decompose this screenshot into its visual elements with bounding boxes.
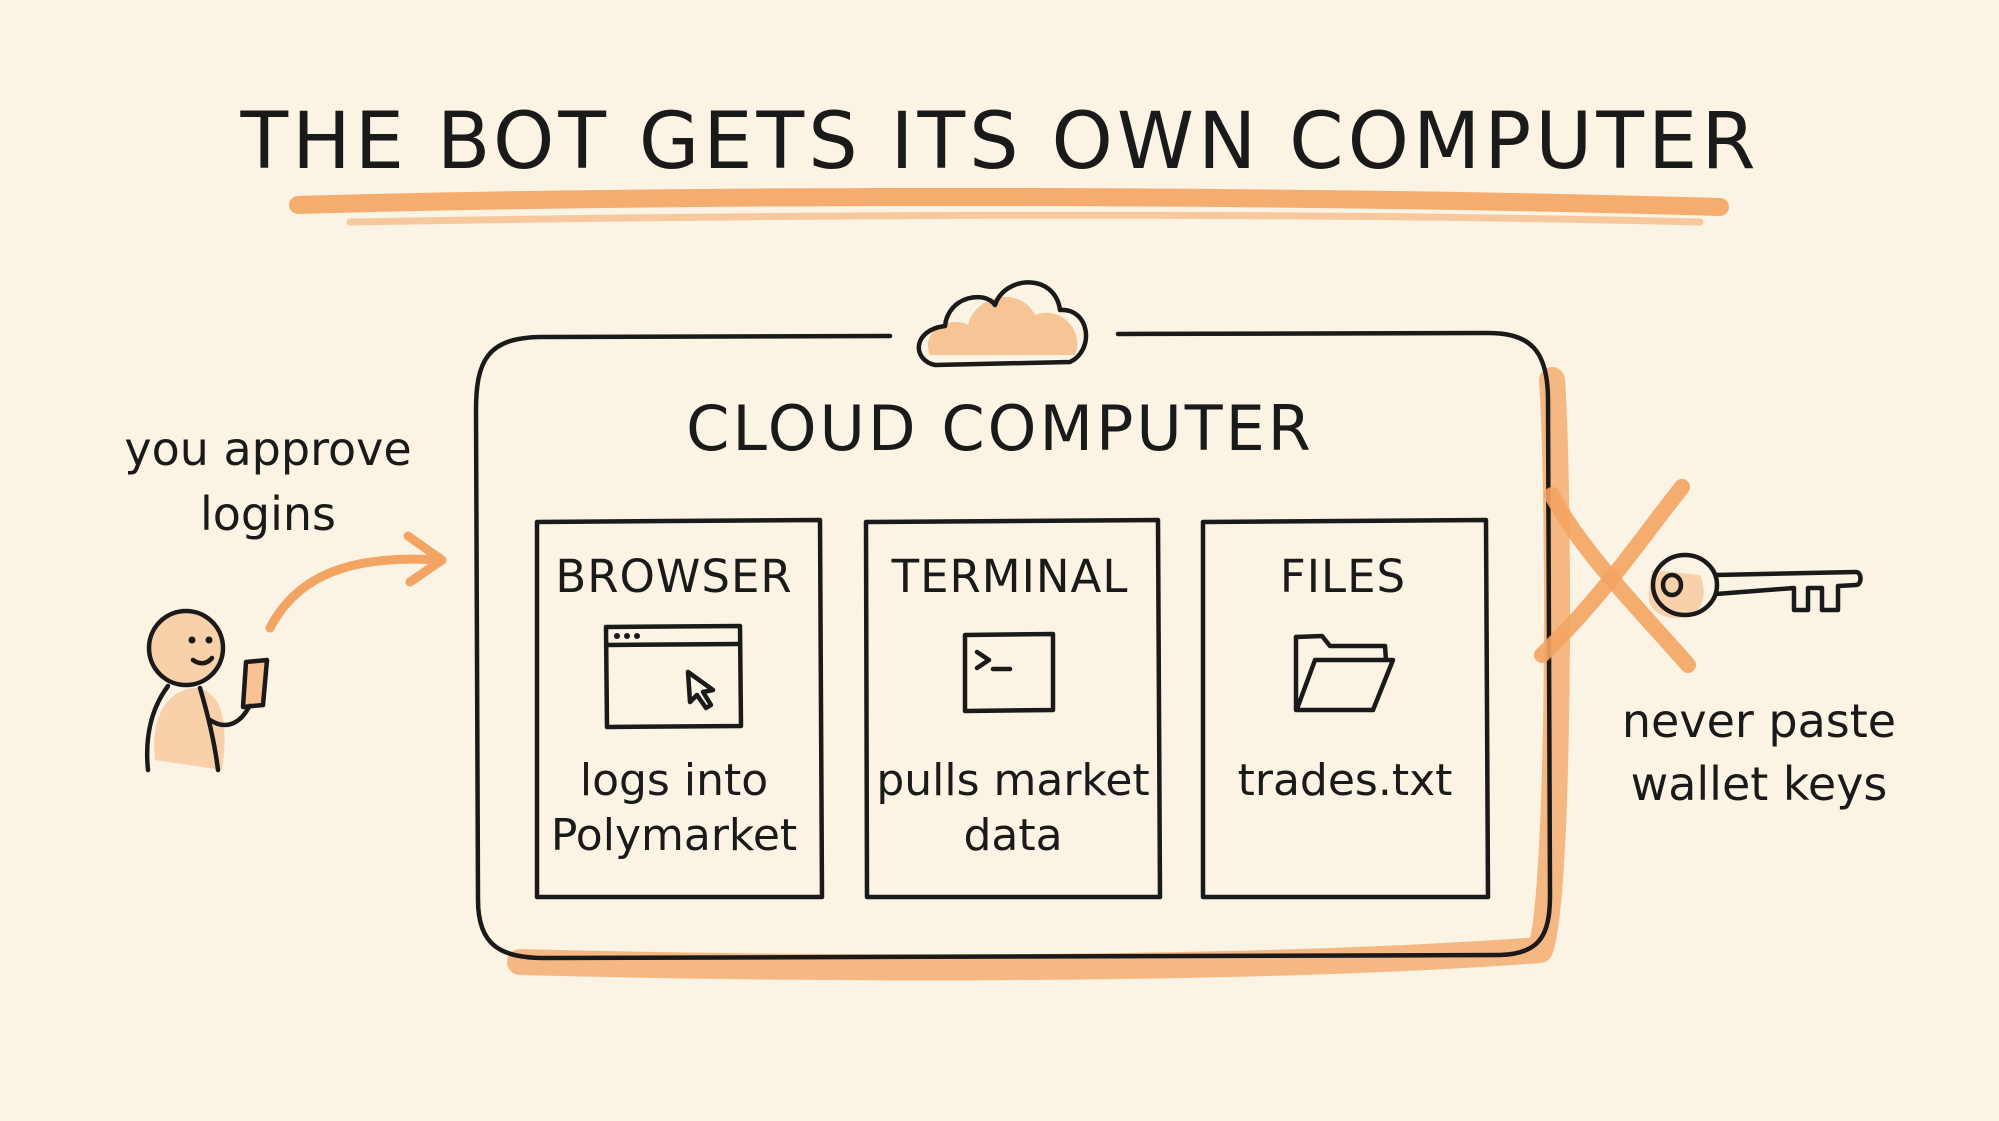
browser-window-icon [603, 623, 744, 730]
terminal-panel: TERMINAL pulls market data [863, 517, 1163, 900]
title-underline-sketch [346, 211, 1704, 226]
terminal-icon [962, 631, 1056, 714]
files-panel-line-1: trades.txt [1238, 755, 1453, 806]
person-with-phone-icon [144, 608, 270, 773]
cloud-icon [916, 280, 1089, 368]
page-title: THE BOT GETS ITS OWN COMPUTER [239, 97, 1759, 187]
browser-panel-line-2: Polymarket [551, 810, 797, 861]
right-note-line-1: never paste [1622, 694, 1896, 748]
arrow-icon [265, 531, 447, 633]
left-note-line-1: you approve [124, 422, 411, 476]
left-note-line-2: logins [200, 487, 336, 541]
terminal-panel-line-1: pulls market [876, 755, 1149, 806]
cloud-computer-box [473, 330, 1570, 981]
browser-panel-title: BROWSER [555, 550, 792, 603]
right-note-line-2: wallet keys [1631, 757, 1888, 811]
browser-panel-line-1: logs into [580, 755, 768, 806]
cloud-computer-label: CLOUD COMPUTER [686, 392, 1314, 465]
title-underline [289, 187, 1729, 216]
browser-panel: BROWSER logs into Polymarket [534, 517, 825, 900]
crossed-key-icon [1534, 479, 1863, 673]
folder-icon [1293, 633, 1396, 713]
files-panel-title: FILES [1280, 550, 1406, 603]
files-panel: FILES trades.txt [1200, 517, 1491, 900]
terminal-panel-title: TERMINAL [891, 550, 1129, 603]
terminal-panel-line-2: data [963, 810, 1062, 861]
